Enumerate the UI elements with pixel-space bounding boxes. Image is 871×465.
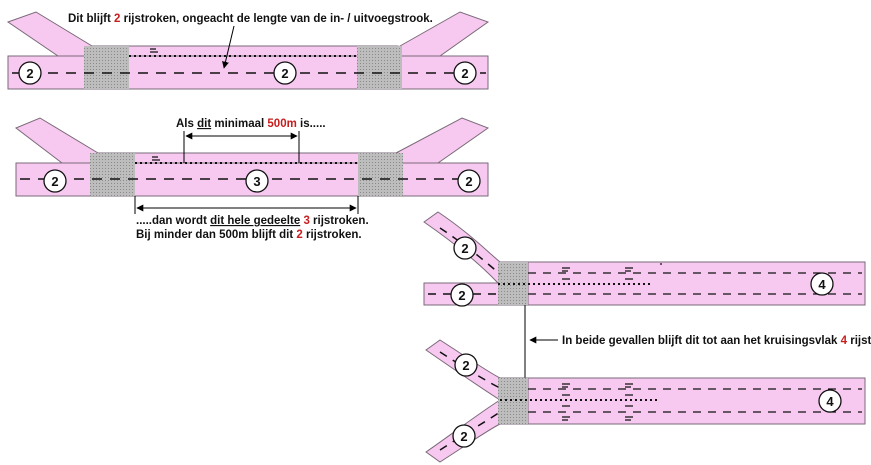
lower-ramp-divider — [439, 411, 501, 451]
lane-arrow-marks — [562, 263, 662, 280]
annotation-top: Dit blijft 2 rijstroken, ongeacht de len… — [68, 13, 433, 25]
road-2-lane-badges: 2 3 2 — [43, 169, 481, 193]
on-ramp-left — [15, 117, 99, 164]
pointer-arrow-top — [222, 25, 235, 69]
junction-area-right — [358, 153, 403, 196]
annotation-under-500m: Bij minder dan 500m blijft dit 2 rijstro… — [136, 229, 362, 241]
annotation-right: In beide gevallen blijft dit tot aan het… — [562, 335, 871, 347]
road-2 — [15, 117, 490, 197]
junction-area-left — [84, 46, 129, 89]
junction-area-right — [357, 46, 402, 89]
dimension-500m — [183, 131, 300, 163]
annotation-section-3-lanes: .....dan wordt dit hele gedeelte 3 rijst… — [136, 215, 369, 227]
lane-count-badge: 2 — [461, 241, 468, 256]
road-4 — [425, 339, 866, 463]
lane-count-badge: 2 — [51, 174, 58, 189]
road-4-lane-badges: 2 2 4 — [452, 353, 842, 448]
lane-count-badge: 3 — [253, 174, 260, 189]
lane-count-badge: 2 — [281, 66, 288, 81]
road-1-lane-badges: 2 2 2 — [18, 61, 477, 85]
off-ramp-right — [395, 117, 490, 164]
road-1 — [6, 11, 490, 90]
main-road — [527, 377, 866, 425]
lane-count-badge: 2 — [462, 358, 469, 373]
lane-arrow-mark — [150, 48, 158, 53]
lane-count-badge: 2 — [461, 66, 468, 81]
weaving-section — [91, 45, 399, 57]
lane-count-badge: 4 — [818, 277, 826, 292]
lane-count-badge: 2 — [460, 429, 467, 444]
junction-area-left — [90, 153, 135, 196]
lane-count-badge: 2 — [458, 288, 465, 303]
ramp-lane-divider — [439, 227, 501, 275]
road-3 — [423, 211, 866, 306]
annotation-min-length: Als dit minimaal 500m is..... — [176, 118, 326, 130]
lane-count-badge: 2 — [465, 174, 472, 189]
upper-ramp-divider — [439, 351, 501, 389]
junction-area — [498, 378, 528, 424]
lane-count-badge: 2 — [26, 66, 33, 81]
lane-count-badge: 4 — [826, 394, 834, 409]
weaving-section — [97, 152, 399, 164]
lane-arrow-marks — [562, 383, 633, 421]
dimension-full-section — [134, 196, 359, 214]
road-3-lane-badges: 2 2 4 — [450, 236, 834, 307]
lane-arrow-mark — [152, 156, 160, 161]
